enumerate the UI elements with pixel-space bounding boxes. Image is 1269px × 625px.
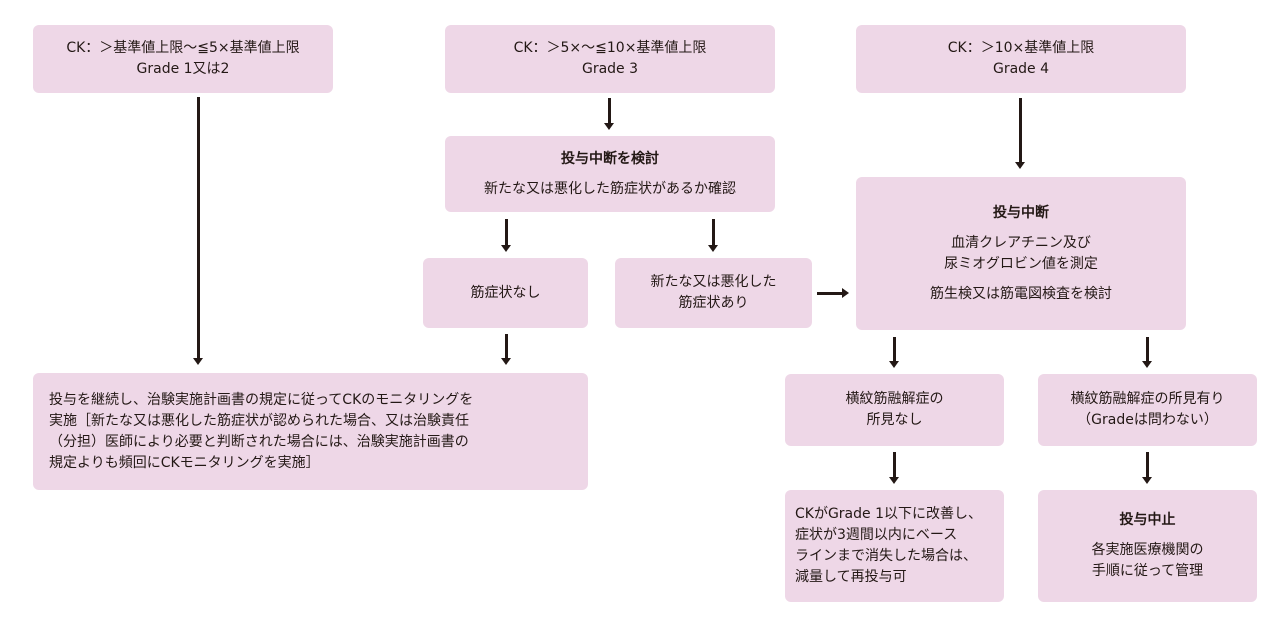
- box-grade-1-2: CK：＞基準値上限〜≦5×基準値上限 Grade 1又は2: [33, 25, 333, 93]
- continue-line3: （分担）医師により必要と判断された場合には、治験実施計画書の: [49, 433, 469, 450]
- rechallenge-line4: 減量して再投与可: [795, 569, 907, 585]
- interrupt-title: 投与中断: [993, 204, 1049, 221]
- arrow-grade12-to-continue: [193, 97, 203, 365]
- grade4-label: Grade 4: [992, 61, 1050, 77]
- interrupt-measure-line1: 血清クレアチニン及び: [951, 234, 1091, 251]
- consider-interruption-title: 投与中断を検討: [561, 150, 659, 167]
- rhabdo-line1: 横紋筋融解症の所見有り: [1070, 391, 1225, 407]
- box-discontinue: 投与中止 各実施医療機関の 手順に従って管理: [1038, 490, 1257, 602]
- box-no-muscle-symptoms: 筋症状なし: [423, 258, 588, 328]
- arrow-no-symptoms-to-continue: [501, 334, 511, 365]
- rechallenge-line2: 症状が3週間以内にベース: [795, 527, 958, 543]
- box-rhabdomyolysis: 横紋筋融解症の所見有り （Gradeは問わない）: [1038, 374, 1257, 446]
- no-rhabdo-line1: 横紋筋融解症の: [845, 391, 944, 407]
- box-grade-4: CK：＞10×基準値上限 Grade 4: [856, 25, 1186, 93]
- rechallenge-line1: CKがGrade 1以下に改善し、: [795, 506, 982, 522]
- box-interrupt: 投与中断 血清クレアチニン及び 尿ミオグロビン値を測定 筋生検又は筋電図検査を検…: [856, 177, 1186, 330]
- box-grade-3: CK：＞5×〜≦10×基準値上限 Grade 3: [445, 25, 775, 93]
- continue-line1: 投与を継続し、治験実施計画書の規定に従ってCKのモニタリングを: [49, 391, 474, 408]
- box-continue-monitoring: 投与を継続し、治験実施計画書の規定に従ってCKのモニタリングを 実施［新たな又は…: [33, 373, 588, 490]
- grade3-label: Grade 3: [581, 61, 639, 77]
- box-rechallenge: CKがGrade 1以下に改善し、 症状が3週間以内にベース ラインまで消失した…: [785, 490, 1004, 602]
- arrow-to-new-symptoms: [708, 219, 718, 252]
- box-new-muscle-symptoms: 新たな又は悪化した 筋症状あり: [615, 258, 812, 328]
- rechallenge-line3: ラインまで消失した場合は、: [795, 548, 977, 564]
- interrupt-biopsy: 筋生検又は筋電図検査を検討: [930, 285, 1112, 302]
- rhabdo-line2: （Gradeは問わない）: [1077, 412, 1218, 428]
- discontinue-line2: 手順に従って管理: [1091, 563, 1204, 579]
- interrupt-measure-line2: 尿ミオグロビン値を測定: [944, 255, 1098, 272]
- no-rhabdo-line2: 所見なし: [866, 412, 923, 428]
- discontinue-line1: 各実施医療機関の: [1091, 542, 1204, 558]
- box-consider-interruption: 投与中断を検討 新たな又は悪化した筋症状があるか確認: [445, 136, 775, 212]
- grade12-label: Grade 1又は2: [136, 61, 230, 77]
- continue-line2: 実施［新たな又は悪化した筋症状が認められた場合、又は治験責任: [49, 412, 469, 429]
- arrow-rhabdo-to-discontinue: [1142, 452, 1152, 484]
- discontinue-title: 投与中止: [1119, 512, 1176, 528]
- new-muscle-symptoms-line2: 筋症状あり: [678, 295, 749, 311]
- arrow-interrupt-to-rhabdo: [1142, 337, 1152, 368]
- arrow-grade4-to-interrupt: [1015, 98, 1025, 169]
- grade12-condition: CK：＞基準値上限〜≦5×基準値上限: [66, 40, 300, 56]
- box-no-rhabdomyolysis: 横紋筋融解症の 所見なし: [785, 374, 1004, 446]
- consider-interruption-check: 新たな又は悪化した筋症状があるか確認: [484, 180, 736, 197]
- grade3-condition: CK：＞5×〜≦10×基準値上限: [513, 40, 707, 56]
- arrow-grade3-to-consider: [604, 98, 614, 130]
- grade4-condition: CK：＞10×基準値上限: [947, 40, 1095, 56]
- new-muscle-symptoms-line1: 新たな又は悪化した: [650, 274, 777, 290]
- arrow-to-no-symptoms: [501, 219, 511, 252]
- continue-line4: 規定よりも頻回にCKモニタリングを実施］: [49, 454, 320, 471]
- arrow-symptoms-to-interrupt: [817, 288, 849, 298]
- arrow-no-rhabdo-to-rechallenge: [889, 452, 899, 484]
- arrow-interrupt-to-no-rhabdo: [889, 337, 899, 368]
- no-muscle-symptoms-label: 筋症状なし: [470, 284, 541, 301]
